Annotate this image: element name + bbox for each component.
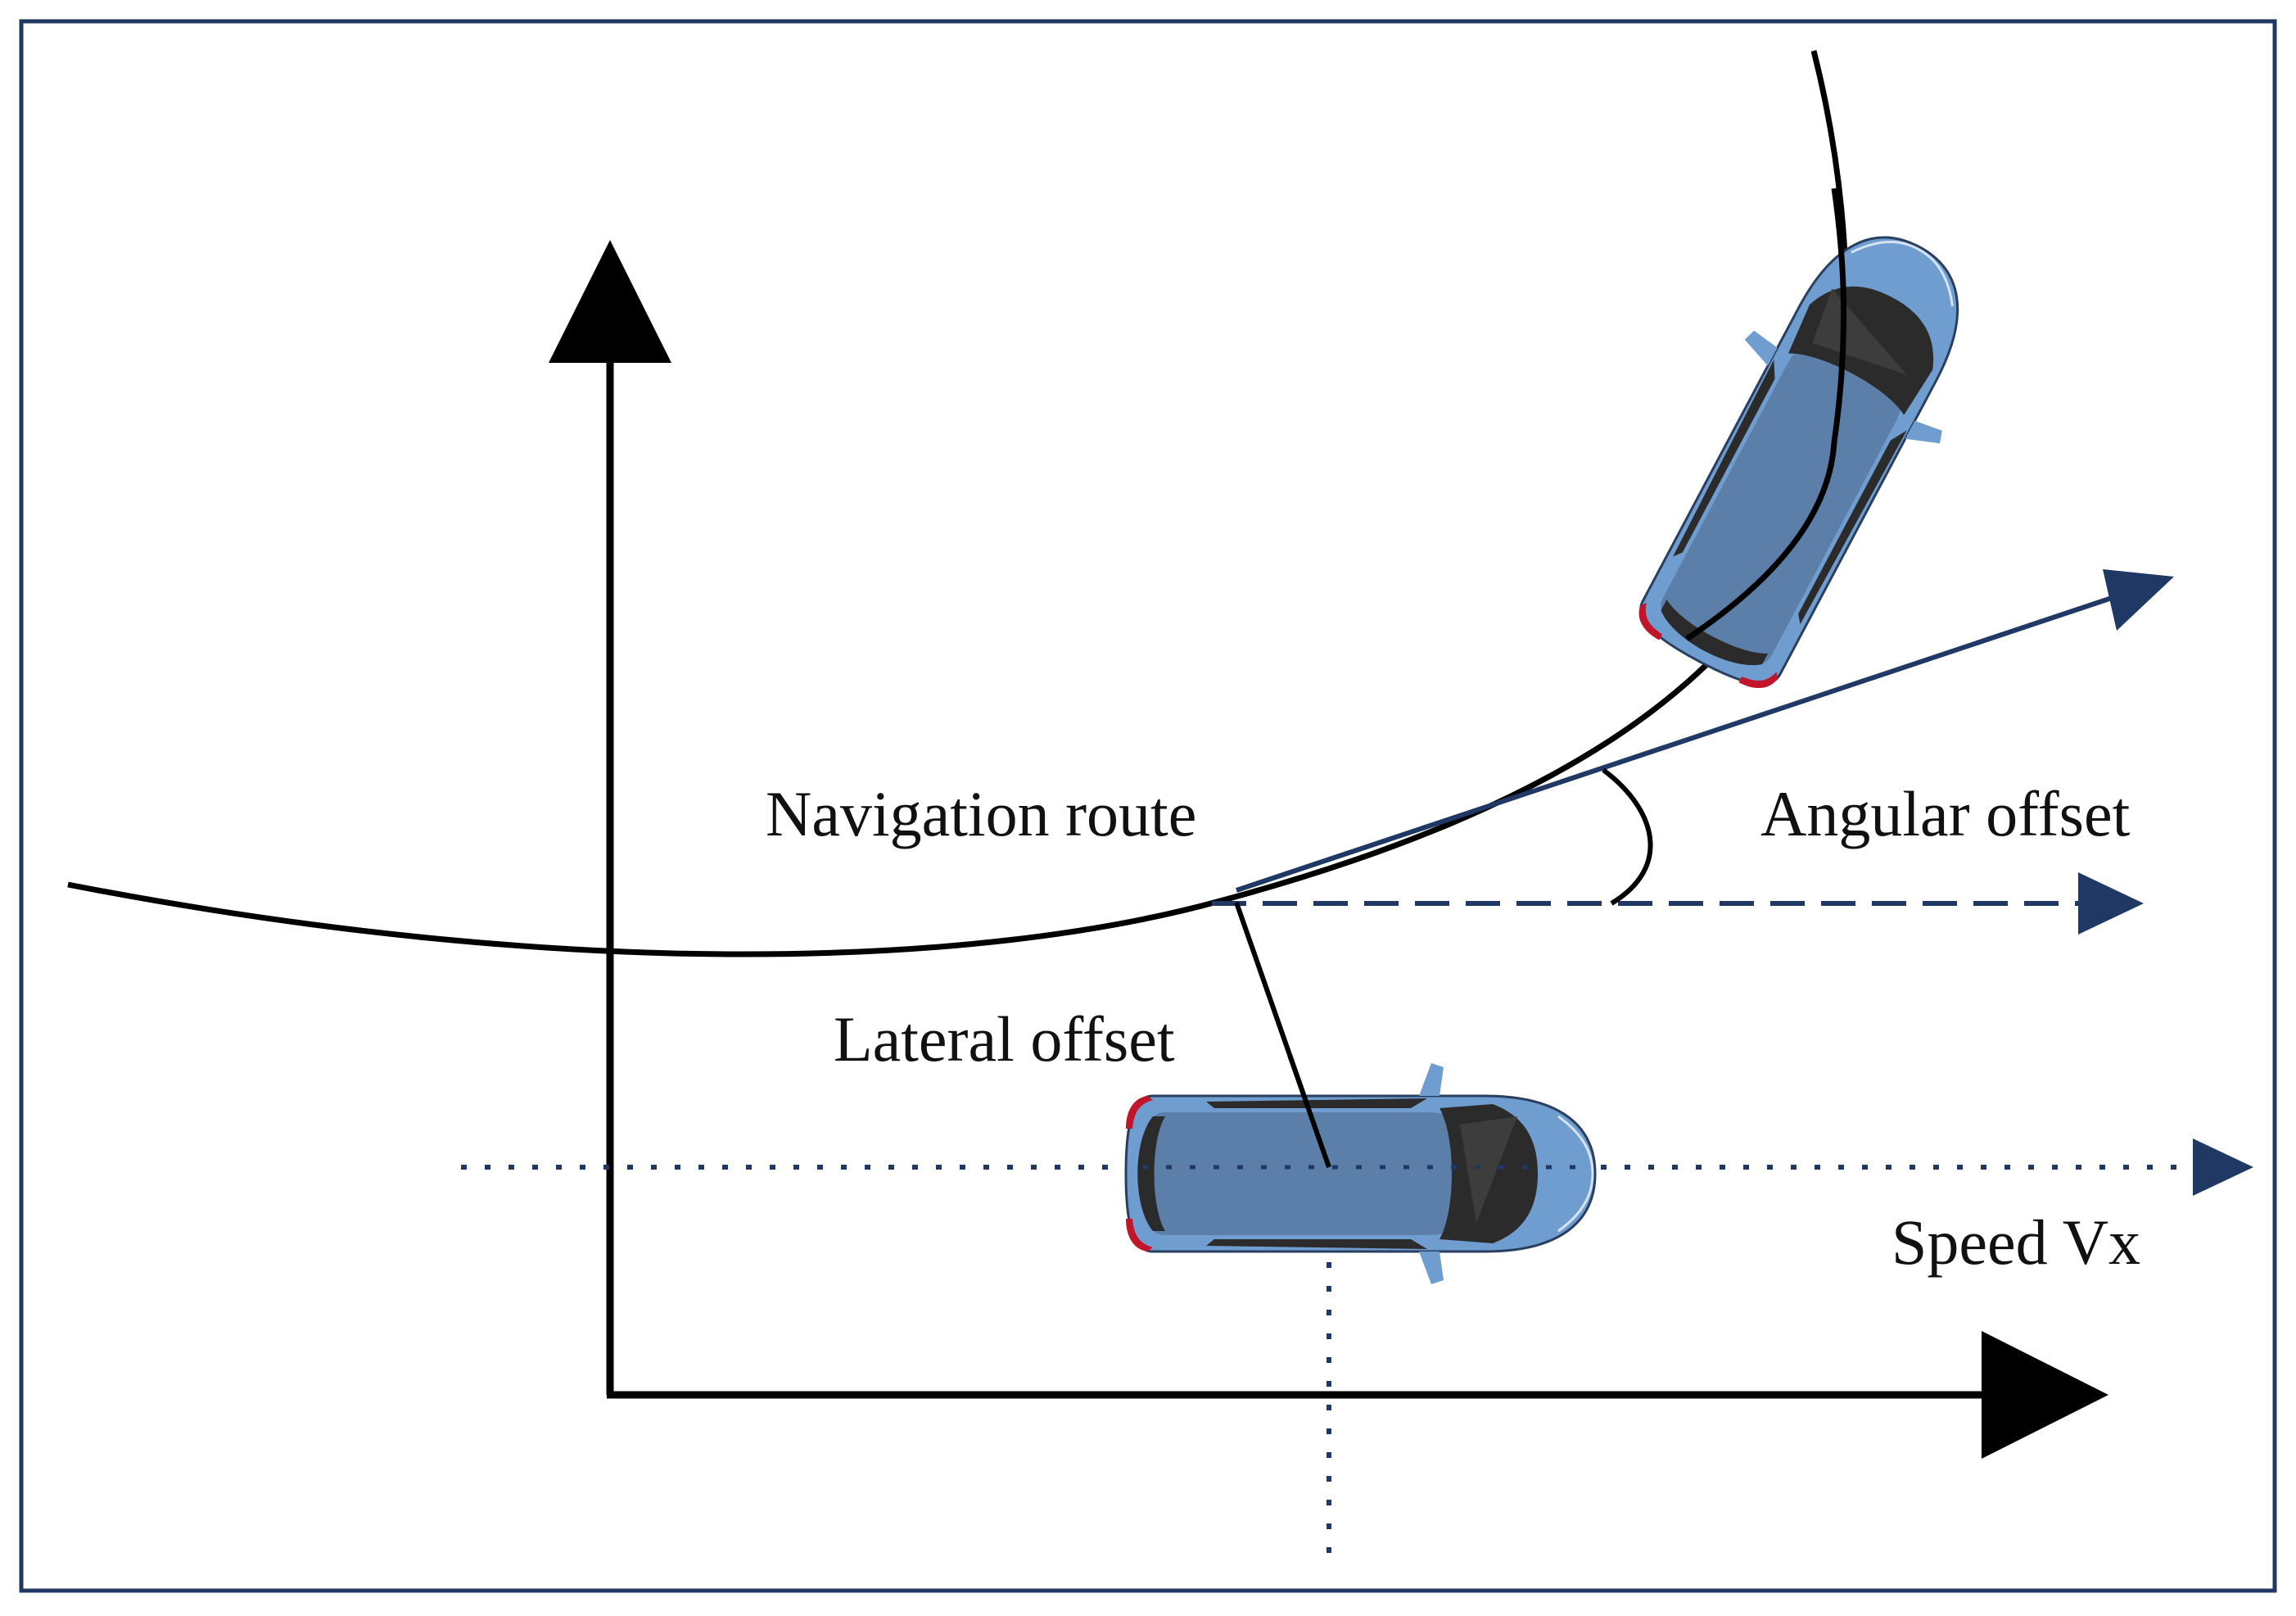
x-axis-arrowhead-icon xyxy=(1982,1331,2108,1459)
lateral-offset-label: Lateral offset xyxy=(834,1003,1175,1075)
navigation-route-label: Navigation route xyxy=(766,778,1197,849)
diagram-frame xyxy=(19,19,2277,1593)
y-axis-arrowhead-icon xyxy=(549,240,671,363)
angular-offset-arc xyxy=(1602,767,1653,906)
reference-heading-arrowhead-icon xyxy=(2078,872,2144,935)
angular-offset-label: Angular offset xyxy=(1760,778,2131,849)
route-tangent-line xyxy=(1236,594,2117,893)
ego-car-icon xyxy=(1124,1061,1597,1286)
vehicle-speed-arrowhead-icon xyxy=(2193,1138,2253,1196)
navigation-route-curve-overlay xyxy=(1685,188,1847,641)
speed-label: Speed Vx xyxy=(1891,1206,2141,1278)
route-tangent-arrowhead-icon xyxy=(2103,569,2174,631)
target-car-icon xyxy=(1600,193,2018,715)
lateral-offset-line-overlay xyxy=(1287,1054,1331,1168)
